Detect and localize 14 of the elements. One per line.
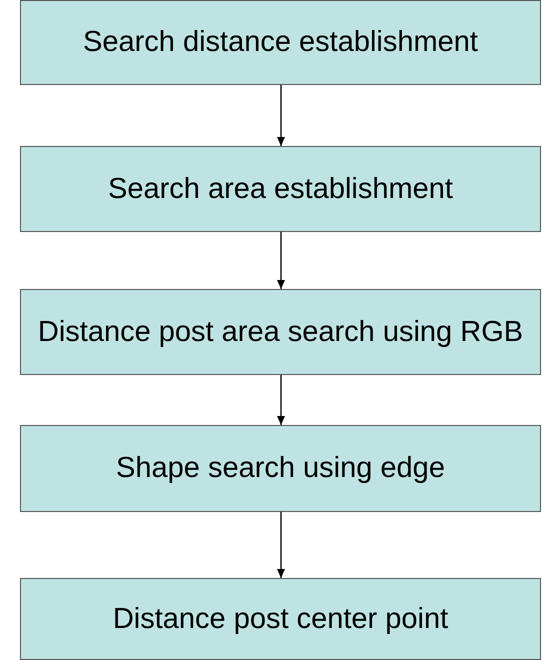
box-label: Shape search using edge xyxy=(115,451,446,486)
box-label: Search area establishment xyxy=(107,172,454,206)
arrow xyxy=(277,512,285,578)
process-box xyxy=(20,578,541,660)
box-label: Distance post area search using RGB xyxy=(36,314,524,350)
process-box xyxy=(20,146,541,232)
arrow xyxy=(277,232,285,289)
process-box xyxy=(20,0,541,85)
process-box xyxy=(20,425,541,512)
arrow xyxy=(277,375,285,425)
process-box xyxy=(20,289,541,375)
arrow xyxy=(277,85,285,146)
box-label: Distance post center point xyxy=(112,602,450,636)
box-label: Search distance establishment xyxy=(82,25,479,60)
